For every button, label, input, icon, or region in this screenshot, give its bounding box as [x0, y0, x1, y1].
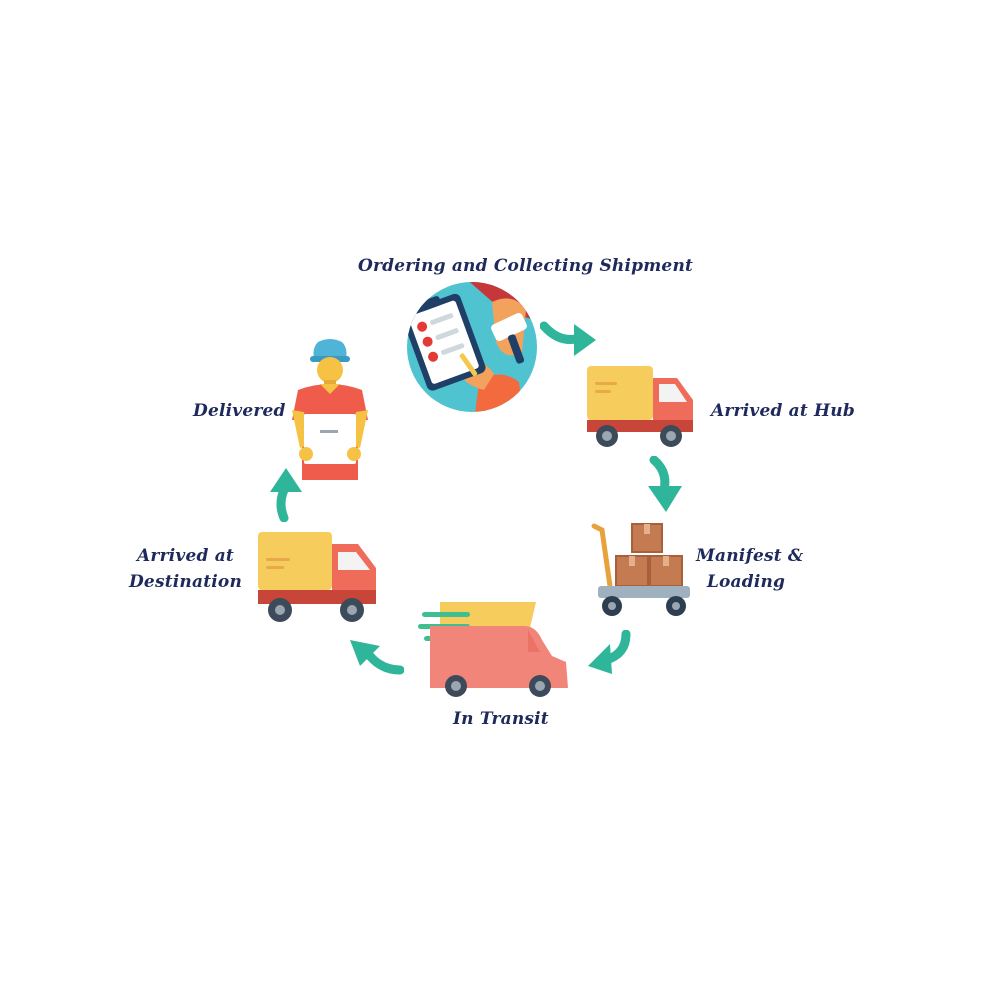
step-label-destination-line2: Destination	[128, 572, 243, 592]
step-label-manifest-line1: Manifest &	[696, 546, 804, 566]
moving-van-icon	[418, 602, 568, 697]
hand-cart-boxes-icon	[591, 523, 690, 616]
delivery-truck-icon	[258, 532, 376, 622]
step-label-delivered: Delivered	[193, 401, 286, 421]
flow-arrow-manifest-to-transit	[588, 630, 631, 674]
step-label-destination: Arrived at Destination	[128, 543, 243, 595]
step-label-transit: In Transit	[453, 709, 549, 729]
step-label-ordering: Ordering and Collecting Shipment	[358, 256, 694, 276]
step-label-manifest-line2: Loading	[706, 572, 786, 592]
flow-arrow-ordering-to-hub	[540, 321, 596, 356]
step-label-hub: Arrived at Hub	[711, 401, 855, 421]
flow-arrow-hub-to-manifest	[648, 456, 682, 512]
courier-with-package-icon	[292, 339, 368, 480]
flow-arrow-destination-to-delivered	[270, 468, 302, 522]
delivery-truck-icon	[587, 366, 693, 447]
flow-arrow-transit-to-destination	[350, 640, 404, 675]
step-label-destination-line1: Arrived at	[137, 546, 234, 566]
step-label-manifest: Manifest & Loading	[696, 543, 804, 595]
clipboard-checklist-icon	[407, 282, 537, 412]
